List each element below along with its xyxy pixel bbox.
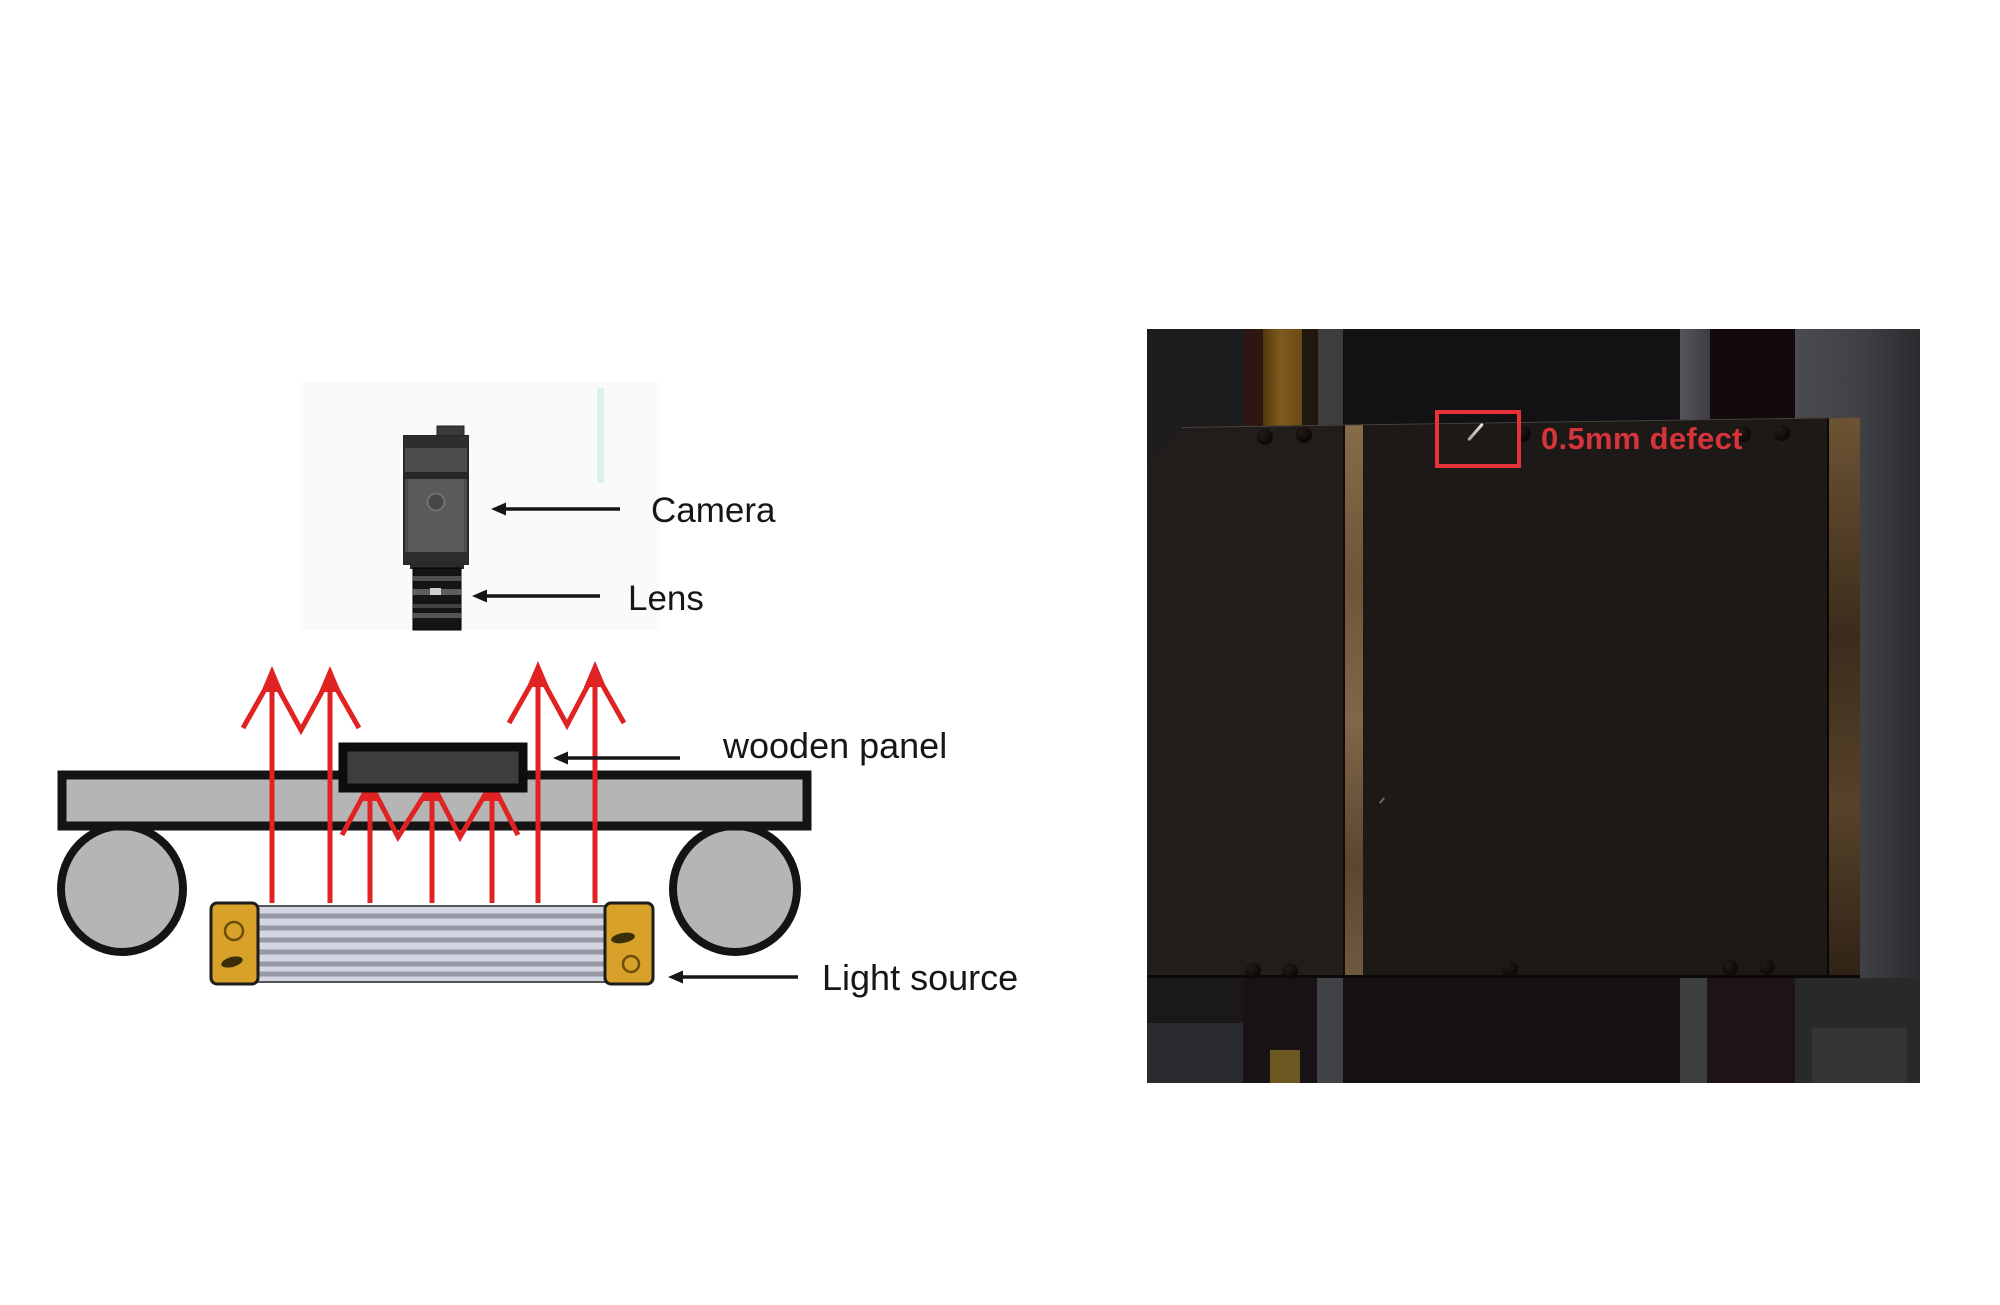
panel-hole <box>1502 961 1518 977</box>
camera-label: Camera <box>651 491 776 530</box>
scan-streak-artifact <box>597 388 604 483</box>
panel-right-sheet <box>1363 417 1827 978</box>
panel-hole <box>1257 429 1273 445</box>
screw-icon <box>621 954 641 974</box>
panel-hole <box>1759 959 1775 975</box>
wooden-panel-label: wooden panel <box>723 725 948 766</box>
photo-lower-strip <box>1812 1028 1907 1083</box>
lens-label: Lens <box>628 579 704 618</box>
screw-icon <box>223 920 245 942</box>
inspection-setup-diagram <box>57 382 812 986</box>
panel-hole <box>1296 427 1312 443</box>
cap-marking <box>221 956 243 968</box>
defect-bounding-box <box>1435 410 1521 468</box>
panel-hole <box>1282 963 1298 979</box>
label-arrows <box>486 507 798 979</box>
zigzag-left <box>240 671 362 736</box>
photo-lower-gold-patch <box>1270 1050 1300 1083</box>
light-source-label: Light source <box>822 957 1019 998</box>
light-source-graphic <box>209 901 655 986</box>
camera-indicator <box>426 492 446 512</box>
photo-lower-strip <box>1147 1023 1243 1083</box>
panel-hole <box>1722 960 1738 976</box>
lens-graphic <box>410 562 464 631</box>
light-endcap-left <box>209 901 260 986</box>
panel-hole <box>1245 963 1261 979</box>
photo-panel-face <box>1147 417 1860 978</box>
wooden-panel-graphic <box>338 742 528 793</box>
light-endcap-right <box>603 901 655 986</box>
panel-center-wood-seam <box>1343 417 1363 978</box>
roller-left <box>57 822 187 956</box>
panel-hole <box>1735 426 1751 442</box>
panel-hole <box>1774 425 1790 441</box>
inspection-photo: 0.5mm defect <box>1147 329 1920 1083</box>
photo-lower-strip <box>1343 978 1680 1083</box>
photo-lower-strip <box>1317 978 1343 1083</box>
photo-lower-strip <box>1680 978 1707 1083</box>
zigzag-right <box>506 666 627 731</box>
camera-photo-background <box>300 382 660 630</box>
light-tube-stripes <box>256 913 606 977</box>
photo-lower-strip <box>1707 978 1795 1083</box>
light-tube <box>254 905 608 983</box>
cap-marking <box>611 932 635 944</box>
camera-graphic <box>403 425 469 565</box>
label-arrowheads <box>472 502 683 984</box>
panel-right-edge-grain <box>1827 417 1860 978</box>
roller-right <box>669 822 801 956</box>
defect-label: 0.5mm defect <box>1541 421 1743 456</box>
panel-left-sheet <box>1147 417 1343 978</box>
panel-bottom-edge-shadow <box>1147 975 1860 978</box>
